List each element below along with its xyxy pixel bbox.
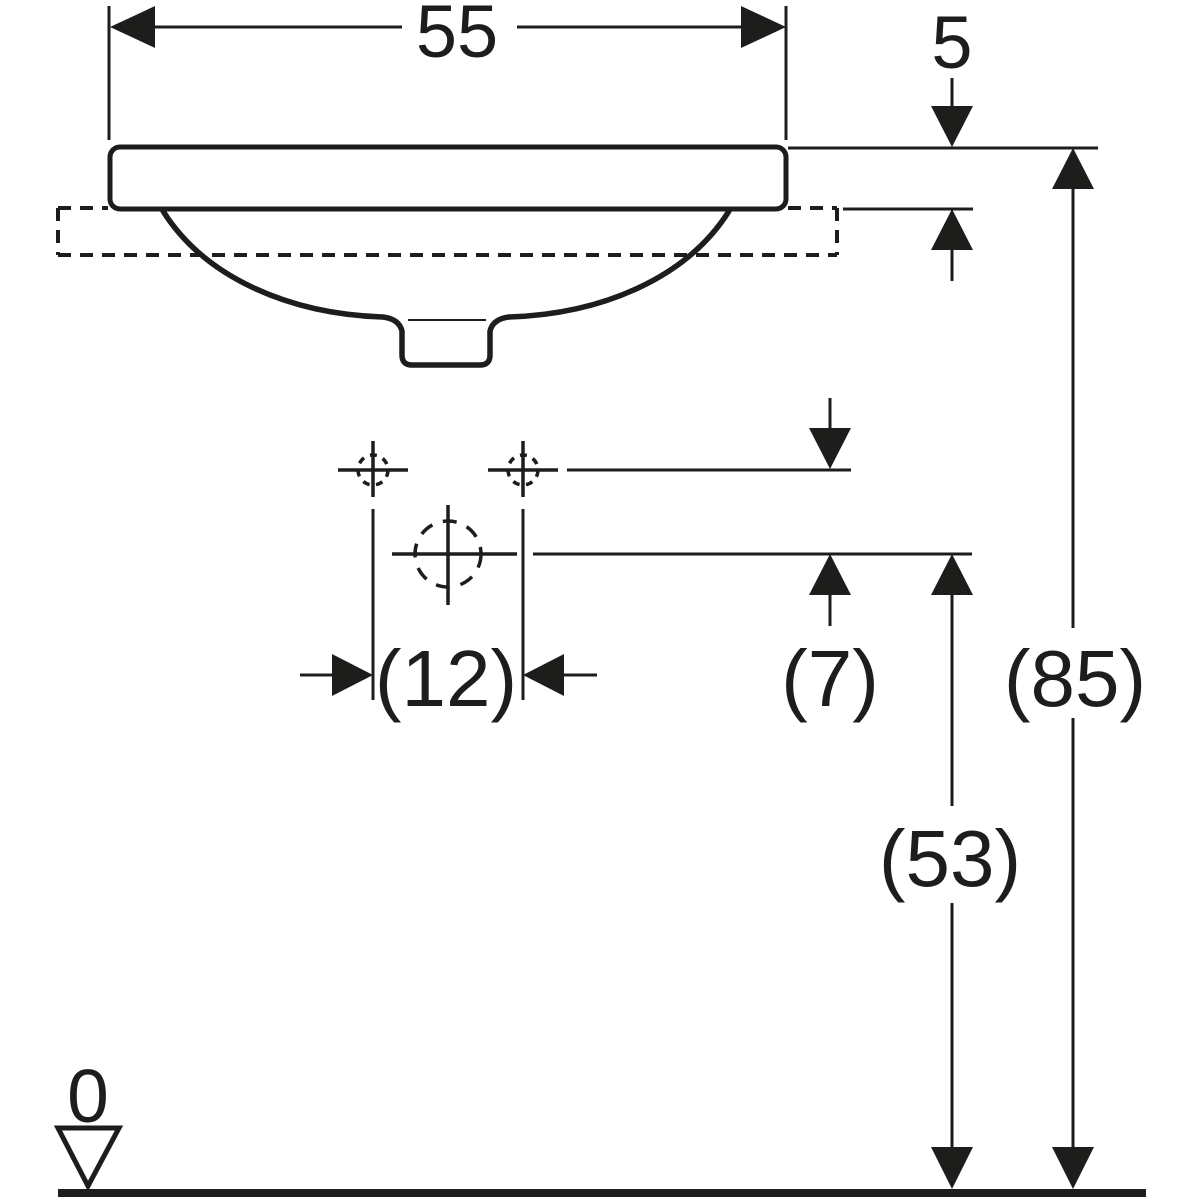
dimension-rim-height: 5 xyxy=(788,1,1098,281)
arrowhead-up xyxy=(931,554,973,595)
dimension-overall-height: (85) xyxy=(1004,148,1146,1189)
arrowhead-down xyxy=(809,428,851,469)
dimension-label-overall-width: 55 xyxy=(416,0,498,73)
dimension-hole-spacing: (12) xyxy=(300,509,597,723)
counter-cutout-outline xyxy=(56,206,839,257)
arrowhead-down xyxy=(931,1147,973,1189)
basin-bowl-outline xyxy=(160,208,732,368)
arrowhead-down xyxy=(931,106,973,147)
tap-hole-symbols xyxy=(338,441,972,605)
arrowhead-down xyxy=(1052,1147,1094,1189)
arrowhead-up xyxy=(931,209,973,250)
dimension-label-mixer-height: (53) xyxy=(879,814,1021,903)
dimension-hole-drop: (7) xyxy=(781,398,879,723)
basin-rim xyxy=(107,144,789,212)
arrowhead-up xyxy=(1052,148,1094,189)
dimension-overall-width: 55 xyxy=(107,0,788,140)
arrowhead-pointing-right xyxy=(332,654,373,696)
floor-datum: 0 xyxy=(53,1054,1146,1197)
arrowhead-left xyxy=(110,6,155,48)
dimension-label-hole-drop: (7) xyxy=(781,634,879,723)
dimension-label-hole-spacing: (12) xyxy=(375,634,517,723)
arrowhead-pointing-left xyxy=(523,654,564,696)
dimension-label-overall-height: (85) xyxy=(1004,634,1146,723)
datum-zero-label: 0 xyxy=(67,1054,109,1138)
datum-triangle-icon xyxy=(53,1125,124,1192)
washbasin-section xyxy=(107,144,789,368)
arrowhead-right xyxy=(741,6,786,48)
mixer-hole xyxy=(392,505,517,605)
dimension-mixer-height: (53) xyxy=(879,554,1021,1189)
dimension-label-rim-height: 5 xyxy=(931,1,972,84)
arrowhead-up xyxy=(809,554,851,595)
tap-hole-right xyxy=(488,441,558,497)
tap-hole-left xyxy=(338,441,408,497)
